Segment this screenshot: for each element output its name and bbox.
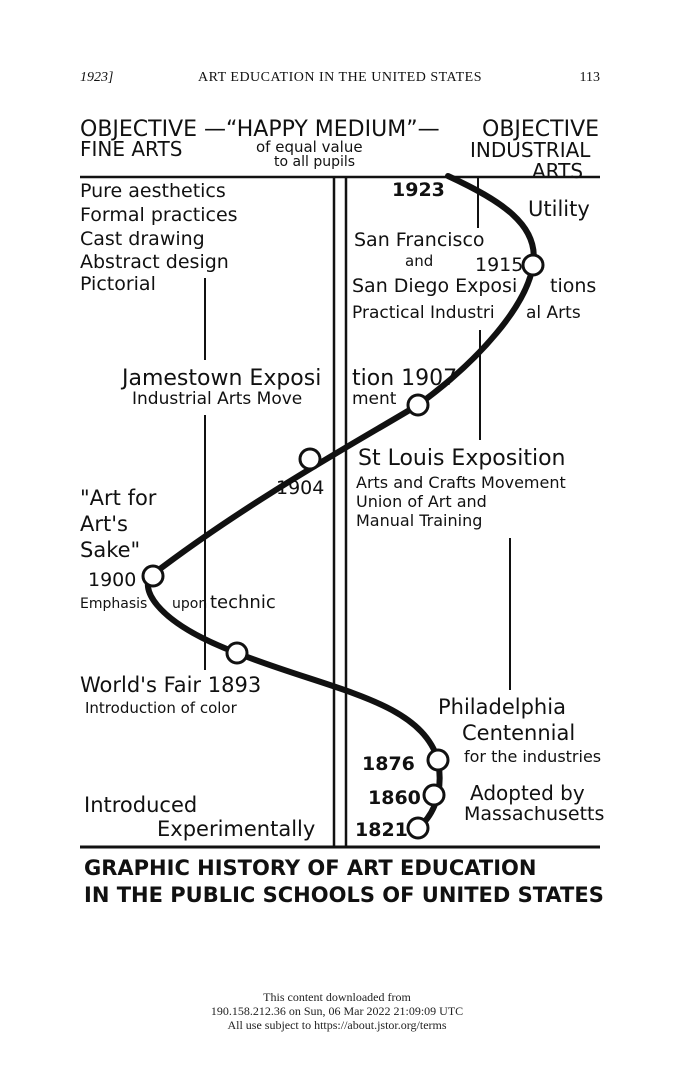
art-for-arts-sake-3: Sake" bbox=[80, 538, 140, 562]
utility-label: Utility bbox=[528, 197, 590, 221]
philadelphia-label: Philadelphia bbox=[438, 695, 566, 719]
art-for-arts-sake-2: Art's bbox=[80, 512, 128, 536]
fine-arts-item-4: Abstract design bbox=[80, 251, 229, 273]
marker-1907 bbox=[406, 393, 430, 417]
massachusetts-label: Massachusetts bbox=[464, 803, 604, 825]
marker-1821 bbox=[406, 816, 430, 840]
worlds-fair-label: World's Fair 1893 bbox=[80, 673, 261, 697]
year-1915: 1915 bbox=[475, 254, 523, 276]
caption-line-1: GRAPHIC HISTORY OF ART EDUCATION bbox=[84, 856, 536, 880]
footer-line-2: 190.158.212.36 on Sun, 06 Mar 2022 21:09… bbox=[210, 1004, 464, 1018]
header-right-line3: ARTS bbox=[532, 159, 583, 183]
marker-1904 bbox=[298, 447, 322, 471]
marker-1876 bbox=[426, 748, 450, 772]
art-for-arts-sake-1: "Art for bbox=[80, 486, 157, 510]
caption-line-2: IN THE PUBLIC SCHOOLS OF UNITED STATES bbox=[84, 883, 604, 907]
marker-1893 bbox=[225, 641, 249, 665]
introduction-of-color: Introduction of color bbox=[85, 699, 238, 717]
fine-arts-item-1: Pure aesthetics bbox=[80, 180, 226, 202]
fine-arts-item-3: Cast drawing bbox=[80, 228, 205, 250]
graphic-history-figure: OBJECTIVE — FINE ARTS “HAPPY MEDIUM”— of… bbox=[80, 117, 604, 907]
practical-arts-a: Practical Industri bbox=[352, 303, 495, 323]
page-number: 113 bbox=[579, 70, 600, 85]
introduced-label: Introduced bbox=[84, 793, 197, 817]
jamestown-label-a: Jamestown Exposi bbox=[120, 366, 321, 391]
technic-word: technic bbox=[210, 592, 276, 613]
year-1904: 1904 bbox=[276, 477, 324, 499]
running-title: ART EDUCATION IN THE UNITED STATES bbox=[197, 70, 482, 85]
san-francisco-label: San Francisco bbox=[354, 229, 485, 251]
header-center-title: “HAPPY MEDIUM”— bbox=[226, 117, 440, 142]
union-label: Union of Art and bbox=[356, 492, 487, 511]
header-left-line2: FINE ARTS bbox=[80, 137, 182, 161]
adopted-by-label: Adopted by bbox=[470, 781, 585, 805]
footer-line-1: This content downloaded from bbox=[263, 990, 411, 1004]
arts-crafts-label: Arts and Crafts Movement bbox=[356, 473, 566, 492]
running-head: 1923] ART EDUCATION IN THE UNITED STATES… bbox=[80, 70, 600, 90]
fine-arts-item-5: Pictorial bbox=[80, 273, 156, 295]
upon-word: upon bbox=[172, 596, 207, 612]
san-diego-label-b: tions bbox=[550, 275, 596, 297]
header-right-line2: INDUSTRIAL bbox=[470, 138, 591, 162]
marker-1915 bbox=[521, 253, 545, 277]
for-the-industries-label: for the industries bbox=[464, 747, 601, 766]
manual-training-label: Manual Training bbox=[356, 511, 482, 530]
download-footer: This content downloaded from 190.158.212… bbox=[0, 990, 674, 1032]
san-diego-label-a: San Diego Exposi bbox=[352, 275, 517, 297]
year-marker: 1923] bbox=[80, 70, 114, 85]
jamestown-label-b: tion 1907 bbox=[352, 366, 457, 391]
header-center-sub1: of equal value bbox=[256, 138, 363, 156]
header-center-sub2: to all pupils bbox=[274, 154, 355, 170]
practical-arts-b: al Arts bbox=[526, 303, 581, 323]
year-1923: 1923 bbox=[392, 179, 445, 201]
marker-1900 bbox=[141, 564, 165, 588]
year-1821: 1821 bbox=[355, 819, 408, 841]
st-louis-label: St Louis Exposition bbox=[358, 446, 566, 471]
industrial-arts-movement-b: ment bbox=[352, 389, 397, 409]
industrial-arts-movement-a: Industrial Arts Move bbox=[132, 389, 302, 409]
centennial-label: Centennial bbox=[462, 721, 575, 745]
experimentally-label: Experimentally bbox=[157, 817, 315, 841]
emphasis-word: Emphasis bbox=[80, 596, 147, 612]
marker-1860 bbox=[422, 783, 446, 807]
fine-arts-item-2: Formal practices bbox=[80, 204, 238, 226]
year-1876: 1876 bbox=[362, 753, 415, 775]
year-1900: 1900 bbox=[88, 569, 136, 591]
header-left-line1: OBJECTIVE — bbox=[80, 117, 226, 142]
header-right-line1: OBJECTIVE bbox=[482, 117, 599, 142]
year-1860: 1860 bbox=[368, 787, 421, 809]
and-label: and bbox=[405, 252, 433, 270]
footer-line-3: All use subject to https://about.jstor.o… bbox=[227, 1018, 447, 1032]
